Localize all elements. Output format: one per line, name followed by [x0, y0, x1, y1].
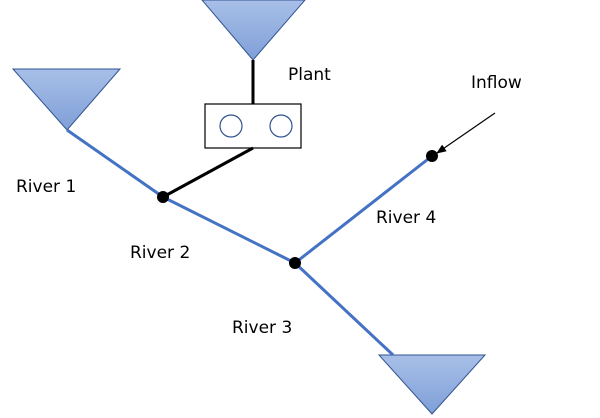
plant-unit-right-icon: [269, 114, 293, 138]
river-3-label: River 3: [232, 318, 293, 338]
reservoir-bottom: [377, 354, 487, 415]
river-3-segment: [293, 261, 395, 357]
river-4-segment: [294, 154, 433, 265]
node-inflow: [426, 150, 438, 162]
reservoir-top: [201, 0, 306, 61]
reservoir-left: [11, 68, 122, 131]
plant-unit-left-icon: [219, 114, 243, 138]
river-4-label: River 4: [376, 208, 437, 228]
river-2-label: River 2: [130, 243, 191, 263]
plant-outflow-line: [162, 146, 254, 199]
inflow-arrow: [436, 112, 496, 154]
plant-label: Plant: [288, 65, 331, 85]
river-1-segment: [66, 128, 164, 199]
river-2-segment: [162, 195, 296, 265]
inflow-label: Inflow: [471, 73, 522, 93]
river-1-label: River 1: [16, 177, 77, 197]
node-confluence: [289, 257, 301, 269]
node-plant-junction: [157, 191, 169, 203]
